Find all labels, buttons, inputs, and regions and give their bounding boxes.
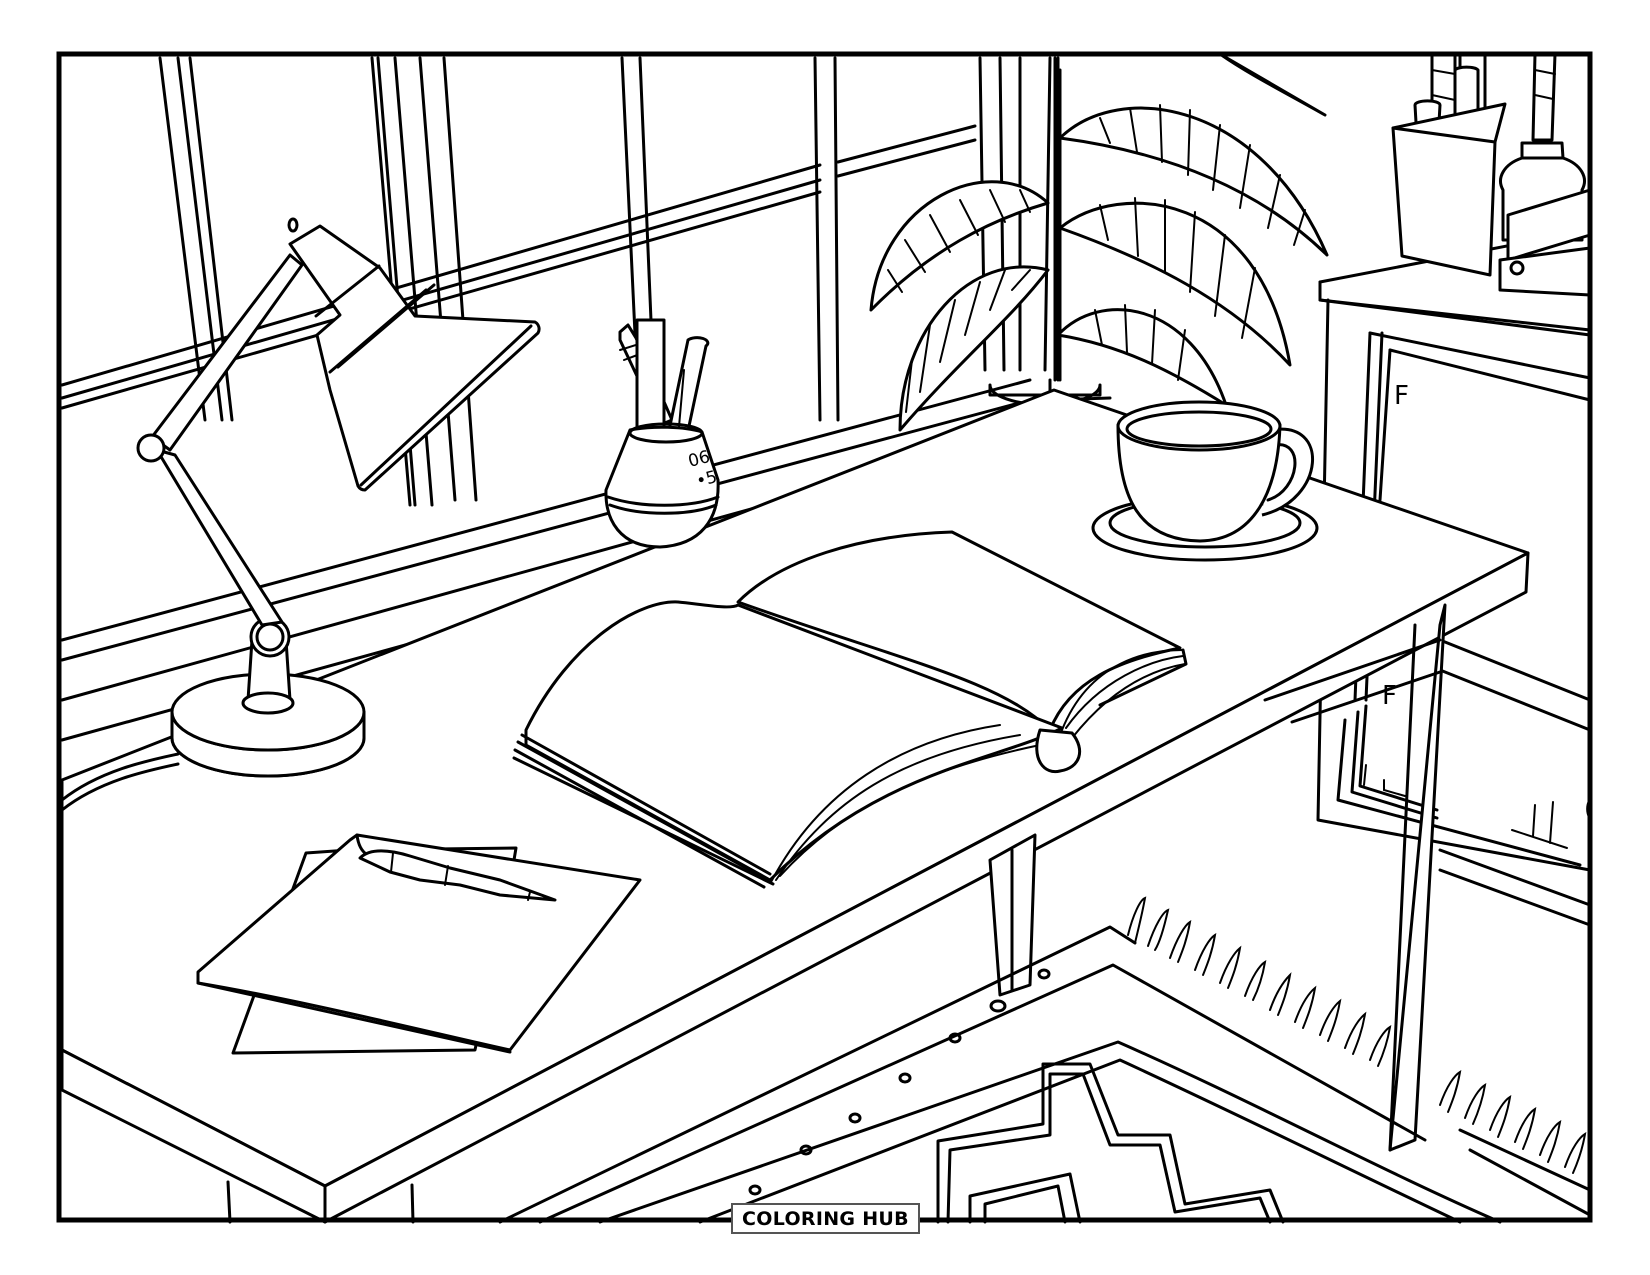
- open-book: [512, 530, 1188, 889]
- patterned-rug: [498, 896, 1592, 1224]
- lamp-cord: [60, 752, 180, 802]
- cabinet-drawer-letter-top: F: [1394, 381, 1409, 411]
- potted-plant: [869, 52, 1329, 432]
- brand-badge: COLORING HUB: [731, 1203, 920, 1234]
- coffee-cup-and-saucer: [1091, 400, 1319, 562]
- notepad-with-pen: [196, 833, 642, 1055]
- pencil-cup: 06 •5: [604, 318, 720, 549]
- cabinet-drawer-letter-lower: F: [1382, 681, 1397, 711]
- desk-lamp: [136, 217, 541, 778]
- shelf-organizer: [1391, 52, 1557, 277]
